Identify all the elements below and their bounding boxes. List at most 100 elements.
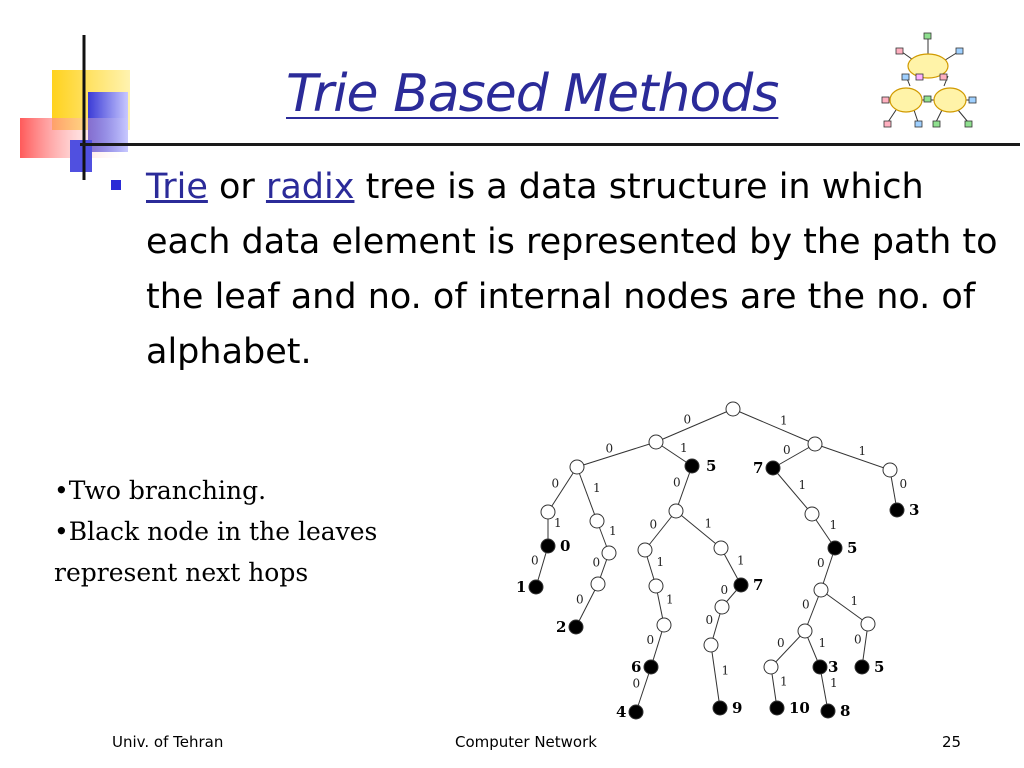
trie-internal-node [648, 578, 664, 594]
trie-edge [814, 443, 891, 471]
trie-next-hop-label: 0 [560, 537, 570, 555]
trie-edge-bit: 1 [666, 593, 674, 607]
trie-edge [772, 443, 816, 469]
trie-leaf-node [889, 502, 905, 518]
trie-edge [576, 466, 598, 522]
trie-next-hop-label: 10 [789, 699, 810, 717]
trie-internal-node [882, 462, 898, 478]
trie-internal-node [807, 436, 823, 452]
trie-leaf-node [765, 460, 781, 476]
footer-page-number: 25 [942, 733, 962, 751]
trie-next-hop-label: 5 [874, 658, 884, 676]
trie-edge-bit: 1 [593, 481, 601, 495]
trie-edge-bit: 0 [650, 518, 658, 532]
trie-edge-bit: 0 [721, 583, 729, 597]
trie-edge-bit: 0 [673, 476, 681, 490]
trie-edge-bit: 1 [819, 636, 827, 650]
corner-decoration [20, 35, 130, 180]
title-rule [80, 143, 1020, 146]
trie-edge [576, 441, 657, 468]
trie-edge [575, 583, 599, 628]
footer-university: Univ. of Tehran [112, 733, 224, 751]
radix-link[interactable]: radix [265, 167, 355, 207]
trie-next-hop-label: 5 [706, 457, 716, 475]
trie-internal-node [714, 599, 730, 615]
note-black-node: •Black node in the leaves [54, 517, 378, 546]
bullet-text-rest: tree is a data structure in which each d… [146, 167, 998, 372]
trie-edge-bit: 1 [799, 478, 807, 492]
trie-internal-node [569, 459, 585, 475]
trie-edge-bit: 0 [706, 613, 714, 627]
trie-edge-bit: 0 [854, 633, 862, 647]
trie-next-hop-label: 1 [516, 578, 526, 596]
trie-edge-bit: 1 [780, 675, 788, 689]
trie-edge [644, 510, 677, 551]
trie-leaf-node [568, 619, 584, 635]
trie-edge [770, 630, 806, 668]
network-cloud-icon [881, 32, 977, 128]
trie-leaf-node [733, 577, 749, 593]
trie-internal-node [725, 401, 741, 417]
trie-leaf-node [820, 703, 836, 719]
trie-edge [655, 408, 734, 443]
trie-internal-node [656, 617, 672, 633]
trie-next-hop-label: 3 [828, 658, 838, 676]
trie-edge-bit: 0 [633, 677, 641, 691]
trie-internal-node [590, 576, 606, 592]
trie-internal-node [637, 542, 653, 558]
trie-edge-bit: 0 [817, 556, 825, 570]
trie-edge [635, 666, 652, 713]
trie-edge [675, 510, 722, 549]
trie-edge-bit: 1 [737, 554, 745, 568]
trie-internal-node [797, 623, 813, 639]
trie-edge-bit: 1 [705, 517, 713, 531]
bullet-word-or: or [207, 167, 266, 207]
trie-link[interactable]: Trie [146, 167, 208, 207]
page-title: Trie Based Methods [286, 64, 779, 124]
trie-edge [710, 644, 721, 709]
trie-edge-bit: 0 [900, 477, 908, 491]
trie-leaf-node [628, 704, 644, 720]
trie-edge-bit: 0 [647, 633, 655, 647]
trie-internal-node [804, 506, 820, 522]
note-next-hops: represent next hops [54, 558, 309, 587]
trie-next-hop-label: 3 [909, 501, 919, 519]
trie-next-hop-label: 2 [556, 618, 566, 636]
trie-internal-node [763, 659, 779, 675]
trie-edge-bit: 1 [830, 518, 838, 532]
trie-edge-bit: 1 [830, 676, 838, 690]
trie-leaf-node [769, 700, 785, 716]
trie-edge [547, 466, 578, 513]
trie-next-hop-label: 6 [631, 658, 641, 676]
notes: •Two branching. •Black node in the leave… [54, 470, 434, 593]
trie-internal-node [860, 616, 876, 632]
trie-next-hop-label: 5 [847, 539, 857, 557]
trie-edge-bit: 1 [657, 555, 665, 569]
trie-edge-bit: 0 [684, 413, 692, 427]
trie-next-hop-label: 8 [840, 702, 850, 720]
trie-edge-bit: 1 [609, 524, 617, 538]
trie-internal-node [813, 582, 829, 598]
trie-internal-node [540, 504, 556, 520]
trie-leaf-node [684, 458, 700, 474]
trie-edge [820, 589, 869, 625]
trie-edge-bit: 1 [554, 516, 562, 530]
trie-edge-bit: 0 [777, 636, 785, 650]
trie-next-hop-label: 9 [732, 699, 742, 717]
trie-internal-node [601, 545, 617, 561]
trie-edge-bit: 0 [802, 598, 810, 612]
trie-edge [772, 467, 813, 515]
trie-leaf-node [854, 659, 870, 675]
footer-course: Computer Network [455, 733, 597, 751]
trie-edge-bit: 0 [552, 477, 560, 491]
trie-internal-node [648, 434, 664, 450]
trie-edge [732, 408, 816, 445]
trie-leaf-node [528, 579, 544, 595]
trie-next-hop-label: 7 [753, 459, 763, 477]
bullet-paragraph: Trie or radix tree is a data structure i… [146, 160, 1006, 380]
trie-edge-bit: 1 [851, 594, 859, 608]
trie-leaf-node [712, 700, 728, 716]
trie-edge-bit: 0 [531, 554, 539, 568]
